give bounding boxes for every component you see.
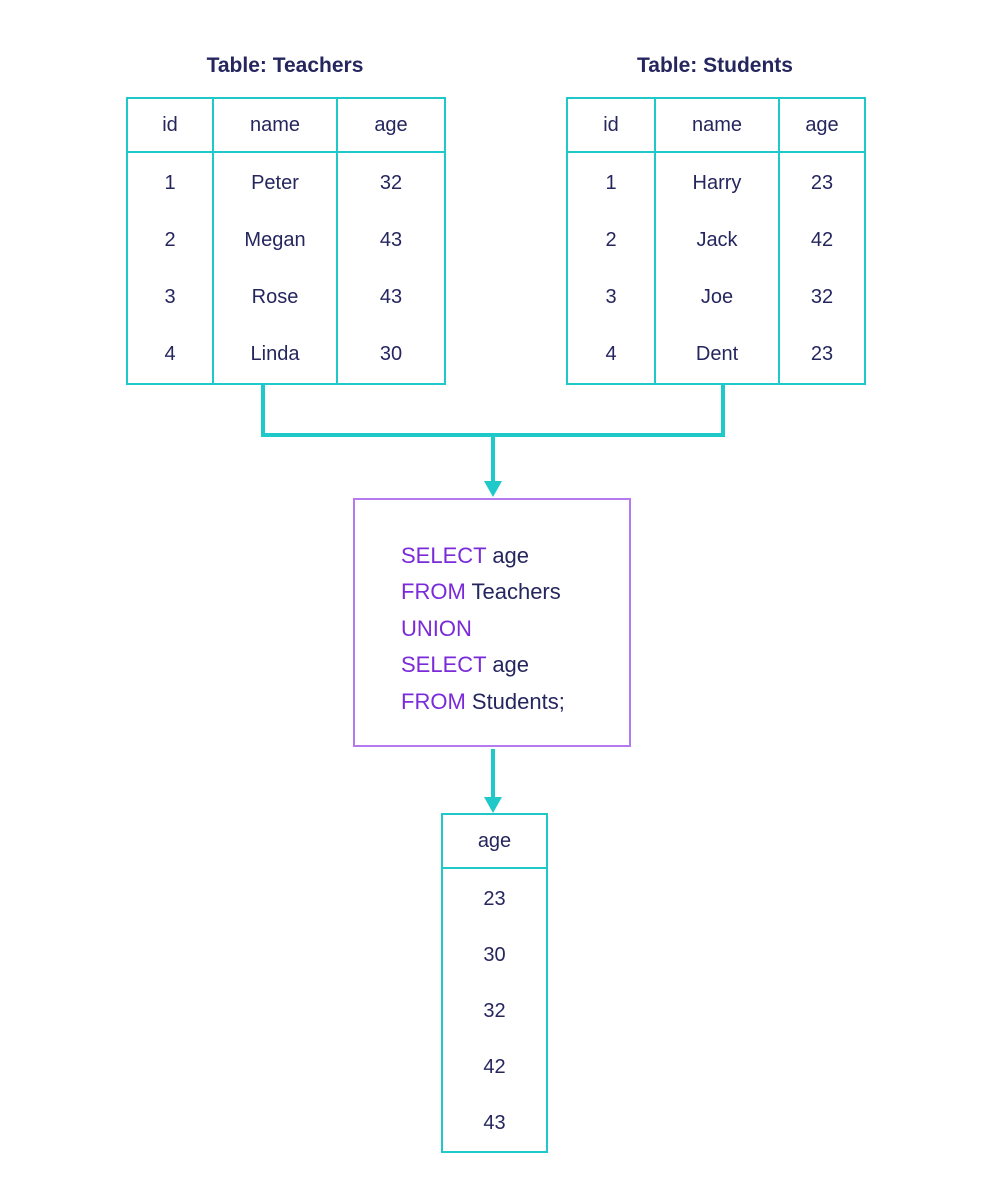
column-header: age: [336, 98, 446, 153]
column-header: age: [441, 814, 548, 869]
students-table-title: Table: Students: [637, 54, 793, 77]
students-table: id name age 1 Harry 23 2 Jack 42 3 Joe 3…: [566, 97, 866, 385]
table-cell: 42: [778, 212, 866, 269]
table-cell: 3: [126, 269, 214, 326]
column-header: name: [654, 98, 780, 153]
table-header-row: id name age: [126, 98, 446, 153]
sql-keyword: FROM: [401, 579, 466, 605]
sql-keyword: UNION: [401, 615, 472, 641]
teachers-table-title: Table: Teachers: [206, 54, 364, 77]
table-cell: 4: [566, 325, 656, 384]
table-row: 4 Linda 30: [126, 325, 446, 384]
table-cell: Rose: [212, 269, 338, 326]
table-row: 1 Harry 23: [566, 152, 866, 213]
table-cell: 30: [336, 325, 446, 384]
table-cell: Linda: [212, 325, 338, 384]
table-cell: 1: [126, 152, 214, 213]
query-line: SELECT age: [401, 647, 629, 683]
query-line: FROM Students;: [401, 684, 629, 720]
table-cell: 32: [336, 152, 446, 213]
column-header: id: [126, 98, 214, 153]
table-cell: 2: [126, 212, 214, 269]
sql-text: age: [492, 543, 530, 568]
table-cell: 4: [126, 325, 214, 384]
table-cell: 1: [566, 152, 656, 213]
table-cell: 32: [441, 983, 548, 1039]
table-row: 43: [441, 1095, 548, 1152]
table-row: 3 Rose 43: [126, 269, 446, 326]
sql-keyword: FROM: [401, 688, 466, 714]
table-cell: Dent: [654, 325, 780, 384]
column-header: id: [566, 98, 656, 153]
table-cell: 43: [336, 212, 446, 269]
sql-keyword: SELECT: [401, 543, 487, 568]
table-cell: 30: [441, 927, 548, 983]
table-cell: 32: [778, 269, 866, 326]
table-row: 32: [441, 983, 548, 1039]
table-row: 1 Peter 32: [126, 152, 446, 213]
sql-text: age: [492, 652, 530, 678]
arrow-to-result-head: [484, 797, 502, 813]
merge-connector: [261, 385, 725, 437]
query-line: UNION: [401, 611, 629, 647]
column-header: name: [212, 98, 338, 153]
table-cell: Megan: [212, 212, 338, 269]
table-cell: 3: [566, 269, 656, 326]
table-row: 30: [441, 927, 548, 983]
table-cell: 23: [778, 152, 866, 213]
table-cell: 43: [441, 1095, 548, 1152]
query-line: SELECT age: [401, 538, 629, 574]
table-header-row: age: [441, 814, 548, 869]
table-cell: Joe: [654, 269, 780, 326]
table-cell: Peter: [212, 152, 338, 213]
table-row: 3 Joe 32: [566, 269, 866, 326]
sql-text: Students;: [471, 688, 565, 714]
arrow-to-query-head: [484, 481, 502, 497]
table-row: 2 Megan 43: [126, 212, 446, 269]
column-header: age: [778, 98, 866, 153]
table-cell: 23: [441, 868, 548, 927]
table-cell: Harry: [654, 152, 780, 213]
table-cell: 23: [778, 325, 866, 384]
table-header-row: id name age: [566, 98, 866, 153]
table-row: 2 Jack 42: [566, 212, 866, 269]
table-cell: 43: [336, 269, 446, 326]
table-row: 23: [441, 868, 548, 927]
table-cell: 42: [441, 1039, 548, 1095]
table-row: 42: [441, 1039, 548, 1095]
sql-query-box: SELECT age FROM Teachers UNION SELECT ag…: [353, 498, 631, 747]
table-cell: 2: [566, 212, 656, 269]
result-table: age 23 30 32 42 43: [441, 813, 548, 1153]
sql-text: Teachers: [471, 579, 561, 605]
teachers-table: id name age 1 Peter 32 2 Megan 43 3 Rose…: [126, 97, 446, 385]
query-line: FROM Teachers: [401, 574, 629, 610]
table-cell: Jack: [654, 212, 780, 269]
sql-keyword: SELECT: [401, 652, 487, 678]
table-row: 4 Dent 23: [566, 325, 866, 384]
